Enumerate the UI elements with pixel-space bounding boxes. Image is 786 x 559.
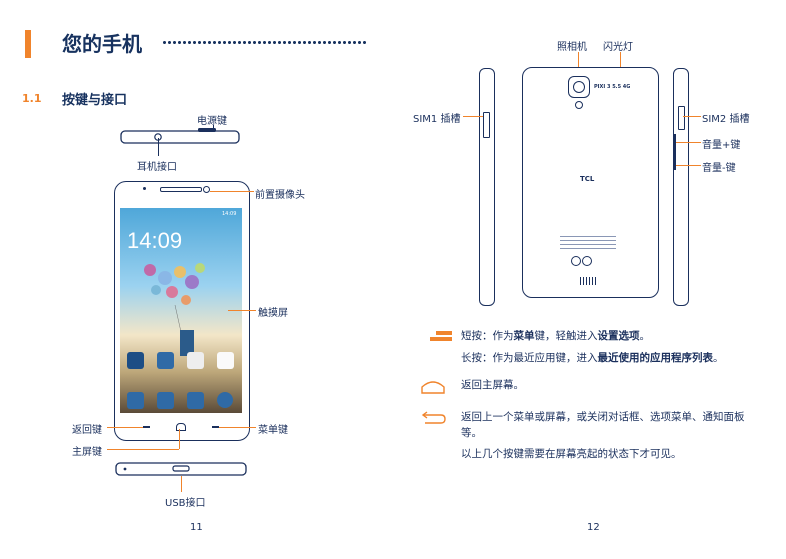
sim2-slot — [678, 106, 685, 130]
home-icon — [421, 381, 445, 394]
rear-camera-lens — [573, 81, 585, 93]
chapter-title: 您的手机 — [62, 32, 142, 56]
phone-bottom-edge — [115, 462, 247, 476]
earpiece — [160, 187, 202, 192]
power-key-label: 电源键 — [197, 116, 227, 127]
menu-key-long-press: 长按：作为最近应用键，进入最近使用的应用程序列表。 — [461, 352, 724, 364]
phone-left-side — [479, 68, 495, 306]
menu-key-icon — [430, 331, 452, 341]
sim1-label: SIM1 插槽 — [413, 114, 461, 125]
home-key[interactable] — [176, 423, 186, 431]
clock-widget: 14:09 — [127, 228, 183, 253]
brand-logo: TCL — [580, 175, 595, 183]
page-number-right: 12 — [587, 522, 600, 533]
volume-down-label: 音量-键 — [702, 163, 736, 174]
favorites-tray — [127, 392, 233, 409]
sim1-slot — [483, 112, 490, 138]
back-key-label: 返回键 — [72, 425, 102, 436]
certification-mark-1 — [571, 256, 581, 266]
usb-port-label: USB接口 — [165, 498, 206, 509]
home-key-label: 主屏键 — [72, 447, 102, 458]
front-camera-lens — [203, 186, 210, 193]
volume-rocker — [673, 134, 676, 170]
phone-screen — [120, 208, 242, 413]
back-arrow-icon — [421, 411, 446, 424]
balloons-wallpaper — [144, 263, 205, 356]
regulatory-text — [560, 236, 616, 250]
title-leader-dots — [162, 40, 368, 52]
page-number-left: 11 — [190, 522, 203, 533]
phone-top-edge — [120, 128, 240, 144]
menu-key-short-press: 短按：作为菜单键，轻触进入设置选项。 — [461, 330, 650, 342]
chapter-bar — [25, 30, 31, 58]
phone-right-side — [673, 68, 689, 306]
visibility-note: 以上几个按键需要在屏幕亮起的状态下才可见。 — [461, 448, 682, 460]
speaker-grille — [580, 277, 598, 285]
camera-label: 照相机 — [557, 42, 587, 53]
app-dock — [127, 352, 234, 369]
model-name: PIXI 3 5.5 4G — [594, 84, 631, 90]
headset-jack-label: 耳机接口 — [137, 162, 177, 173]
front-camera-label: 前置摄像头 — [255, 190, 305, 201]
touchscreen-label: 触摸屏 — [258, 308, 288, 319]
back-key-description: 返回上一个菜单或屏幕，或关闭对话框、选项菜单、通知面板等。 — [461, 411, 745, 439]
certification-mark-2 — [582, 256, 592, 266]
rear-camera-housing — [568, 76, 590, 98]
sim2-label: SIM2 插槽 — [702, 114, 750, 125]
flash-label: 闪光灯 — [603, 42, 633, 53]
volume-up-label: 音量+键 — [702, 140, 741, 151]
status-bar: 14:09 — [222, 211, 237, 217]
home-key-description: 返回主屏幕。 — [461, 379, 524, 391]
sensor-dot — [143, 187, 146, 190]
section-title: 按键与接口 — [62, 93, 128, 108]
phone-back — [522, 67, 659, 298]
section-number: 1.1 — [22, 92, 42, 105]
flash-lens — [575, 101, 583, 109]
menu-key-label: 菜单键 — [258, 425, 288, 436]
back-key[interactable] — [143, 426, 150, 428]
menu-key[interactable] — [212, 426, 219, 428]
